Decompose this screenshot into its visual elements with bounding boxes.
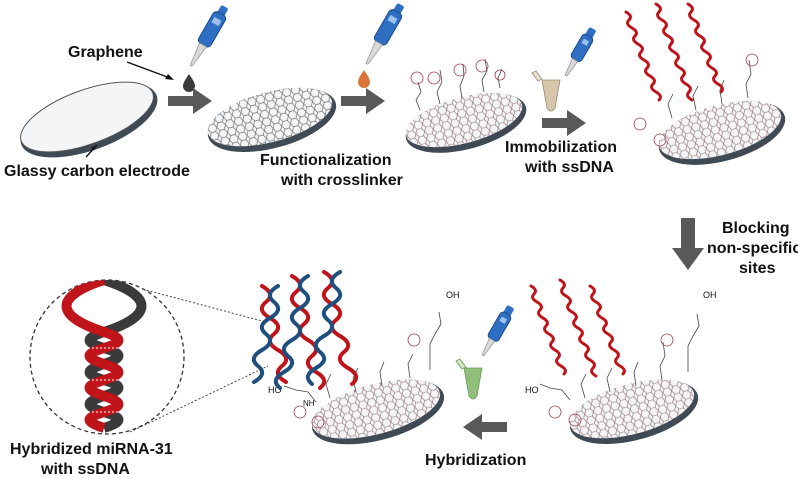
zoom-line-top (107, 279, 267, 323)
electrode-hybridized-icon (311, 379, 445, 445)
crosslinker-molecules (633, 53, 759, 147)
molecule-ho-label: HO (268, 385, 282, 395)
droplet-graphene-icon (183, 74, 195, 92)
label-glassy-carbon-electrode: Glassy carbon electrode (4, 163, 190, 180)
label-blocking-line2: non-specific (707, 240, 798, 257)
microtube-ssdna-icon (531, 70, 561, 112)
pipette-icon (564, 27, 596, 77)
electrode-ssdna-icon (658, 100, 786, 165)
zoomed-helix (61, 280, 147, 433)
electrode-functionalized-icon (405, 92, 527, 153)
label-immobilization-line1: Immobilization (505, 139, 617, 156)
label-blocking-line1: Blocking (722, 220, 790, 237)
zoom-line-bottom (129, 365, 269, 433)
pipette-icon (365, 3, 404, 65)
droplet-crosslinker-icon (358, 70, 370, 88)
process-arrow-3 (542, 110, 586, 136)
electrode-graphene-icon (207, 87, 337, 152)
molecule-oh-label: OH (446, 290, 460, 300)
label-hybridized-line1: Hybridized miRNA-31 (10, 441, 173, 458)
molecule-oh-label: OH (703, 290, 717, 300)
pipette-icon (189, 5, 228, 67)
electrode-blocked-icon (569, 379, 699, 444)
electrode-pointer-arrowhead (91, 145, 97, 150)
label-immobilization-line2: with ssDNA (524, 159, 614, 176)
label-functionalization-line1: Functionalization (260, 152, 392, 169)
helix-icon (251, 270, 359, 390)
label-hybridized-line2: with ssDNA (40, 461, 130, 478)
electrode-bare-icon (20, 81, 158, 158)
process-arrow-2 (341, 88, 385, 114)
graphene-pointer-arrowhead (165, 74, 174, 80)
process-arrow-blocking (672, 218, 704, 270)
label-functionalization-line2: with crosslinker (280, 172, 403, 189)
label-graphene: Graphene (68, 44, 143, 61)
label-blocking-line3: sites (739, 260, 776, 277)
label-hybridization: Hybridization (425, 452, 526, 469)
process-arrow-1 (168, 88, 212, 114)
crosslinker-molecules (539, 313, 700, 427)
crosslinker-molecules (283, 311, 442, 429)
ssdna-strands (529, 278, 626, 378)
microtube-mirna-icon (455, 358, 483, 400)
crosslinker-molecules (410, 58, 506, 111)
molecule-nh-label: NH (303, 399, 315, 408)
pipette-icon (481, 305, 514, 357)
ssdna-strands (624, 2, 724, 102)
graphene-pointer-line (126, 61, 171, 79)
molecule-ho-label: HO (525, 385, 539, 395)
process-arrow-hybridization (463, 414, 507, 440)
